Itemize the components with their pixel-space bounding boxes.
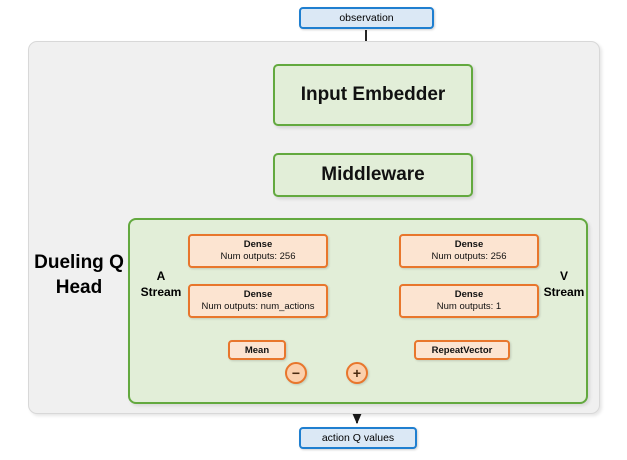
v-stream-dense-1-name: Dense	[454, 289, 484, 300]
a-stream-dense-num-actions-detail: Num outputs: num_actions	[201, 301, 315, 312]
v-stream-dense-256-node[interactable]: Dense Num outputs: 256	[399, 234, 539, 268]
v-stream-label-line2: Stream	[543, 285, 585, 299]
observation-input-node[interactable]: observation	[299, 7, 434, 29]
input-embedder-node[interactable]: Input Embedder	[273, 64, 473, 126]
v-stream-dense-256-name: Dense	[454, 239, 484, 250]
dueling-q-head-title: Dueling Q Head	[34, 252, 124, 298]
v-stream-dense-1-detail: Num outputs: 1	[436, 301, 502, 312]
a-stream-label-line1: A	[156, 269, 166, 283]
add-operator-icon[interactable]: +	[346, 362, 368, 384]
a-stream-dense-num-actions-node[interactable]: Dense Num outputs: num_actions	[188, 284, 328, 318]
a-stream-dense-256-name: Dense	[243, 239, 273, 250]
middleware-node[interactable]: Middleware	[273, 153, 473, 197]
v-stream-dense-256-detail: Num outputs: 256	[431, 251, 507, 262]
v-stream-dense-1-node[interactable]: Dense Num outputs: 1	[399, 284, 539, 318]
mean-node[interactable]: Mean	[228, 340, 286, 360]
a-stream-dense-256-node[interactable]: Dense Num outputs: 256	[188, 234, 328, 268]
v-stream-label-line1: V	[559, 269, 568, 283]
repeat-vector-node[interactable]: RepeatVector	[414, 340, 510, 360]
v-stream-label: V Stream	[540, 268, 588, 300]
a-stream-dense-num-actions-name: Dense	[243, 289, 273, 300]
a-stream-label-line2: Stream	[140, 285, 182, 299]
a-stream-label: A Stream	[137, 268, 185, 300]
action-q-values-output-node[interactable]: action Q values	[299, 427, 417, 449]
a-stream-dense-256-detail: Num outputs: 256	[220, 251, 296, 262]
subtract-operator-icon[interactable]: −	[285, 362, 307, 384]
